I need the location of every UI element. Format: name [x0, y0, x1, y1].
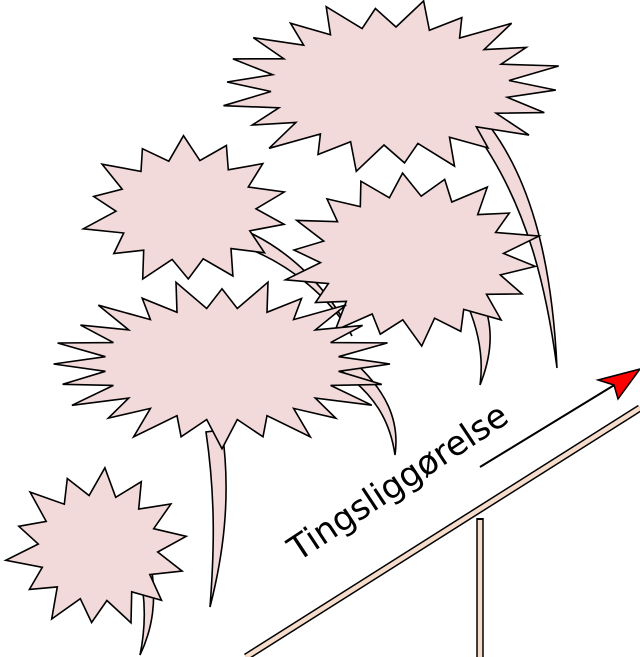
arrowhead — [598, 369, 640, 399]
speech-bubble — [224, 1, 559, 171]
speech-bubble — [83, 136, 284, 279]
speech-bubbles — [6, 1, 559, 655]
speech-bubble — [6, 468, 186, 623]
speech-bubble-tail — [206, 430, 226, 607]
speech-bubble — [54, 282, 390, 449]
